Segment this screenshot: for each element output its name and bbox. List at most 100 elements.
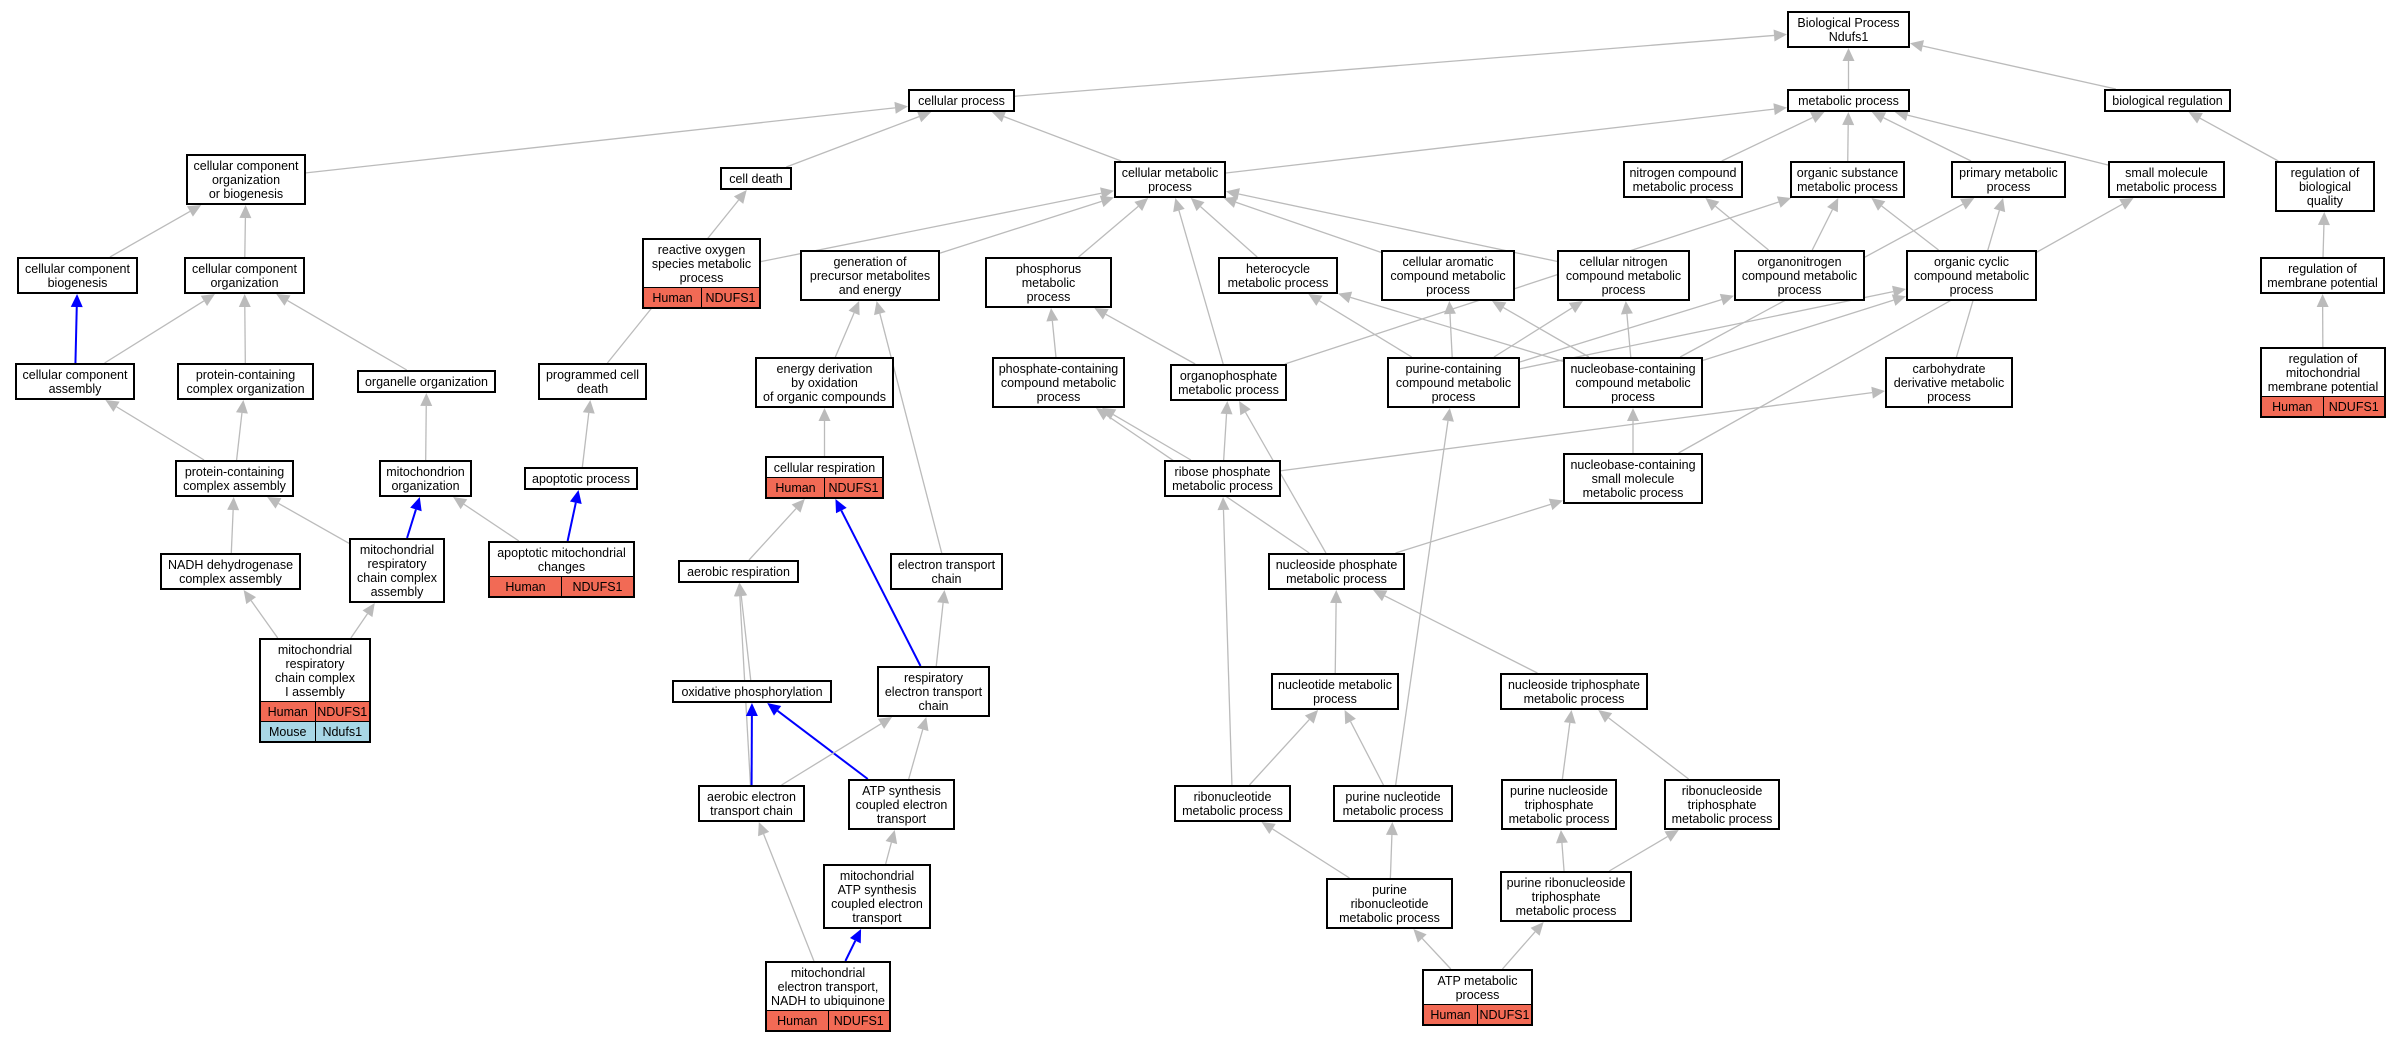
edge-arrowhead [733, 190, 747, 204]
node-label: respiratory electron transport chain [884, 671, 983, 713]
node-nucleoside-phosphate[interactable]: nucleoside phosphate metabolic process [1268, 553, 1405, 590]
node-phosphorus-metabolic[interactable]: phosphorus metabolic process [985, 257, 1112, 308]
node-nitrogen-compound[interactable]: nitrogen compound metabolic process [1623, 161, 1743, 198]
node-organelle-org[interactable]: organelle organization [357, 370, 496, 393]
node-aerobic-etc[interactable]: aerobic electron transport chain [698, 785, 805, 822]
node-carbohydrate-derivative[interactable]: carbohydrate derivative metabolic proces… [1885, 357, 2013, 408]
node-reg-bio-quality[interactable]: regulation of biological quality [2275, 161, 2375, 212]
node-cellular-aromatic[interactable]: cellular aromatic compound metabolic pro… [1381, 250, 1515, 301]
edge-line [116, 406, 205, 461]
edge-line [1272, 828, 1350, 879]
node-biological-regulation[interactable]: biological regulation [2104, 89, 2231, 112]
node-electron-transport-chain[interactable]: electron transport chain [890, 553, 1003, 590]
node-respiratory-etc[interactable]: respiratory electron transport chain [877, 666, 990, 717]
node-reg-mito-membrane[interactable]: regulation of mitochondrial membrane pot… [2260, 347, 2386, 418]
node-reg-membrane-potential[interactable]: regulation of membrane potential [2260, 257, 2385, 294]
node-mito-resp-chain-assembly[interactable]: mitochondrial respiratory chain complex … [349, 538, 445, 603]
node-organic-substance[interactable]: organic substance metabolic process [1790, 161, 1905, 198]
node-label: cellular respiration [773, 461, 876, 475]
node-label: purine ribonucleotide metabolic process [1339, 883, 1440, 925]
edge-arrowhead [849, 929, 862, 944]
node-purine-nucleoside-tp[interactable]: purine nucleoside triphosphate metabolic… [1501, 779, 1617, 830]
gene-label: NDUFS1 [561, 577, 633, 596]
node-ribose-phosphate[interactable]: ribose phosphate metabolic process [1164, 460, 1281, 497]
node-bp-root[interactable]: Biological Process Ndufs1 [1787, 11, 1910, 48]
node-organophosphate[interactable]: organophosphate metabolic process [1170, 364, 1287, 401]
node-purine-ribonucleoside-tp[interactable]: purine ribonucleoside triphosphate metab… [1500, 871, 1632, 922]
edge-arrowhead [1226, 188, 1240, 200]
edge-line [1519, 291, 1894, 370]
node-programmed-cell-death[interactable]: programmed cell death [538, 363, 647, 400]
node-label: mitochondrial respiratory chain complex … [275, 643, 355, 699]
node-nucleobase-small-mol[interactable]: nucleobase-containing small molecule met… [1563, 453, 1703, 504]
node-cc-biogenesis[interactable]: cellular component biogenesis [17, 257, 138, 294]
edge-arrowhead [1871, 198, 1886, 211]
node-cellular-process[interactable]: cellular process [908, 89, 1015, 112]
node-cc-assembly[interactable]: cellular component assembly [15, 363, 135, 400]
node-label: nucleoside phosphate metabolic process [1275, 558, 1398, 586]
node-nucleotide-metabolic[interactable]: nucleotide metabolic process [1271, 673, 1399, 710]
node-ros-metabolic[interactable]: reactive oxygen species metabolic proces… [642, 238, 761, 309]
node-nucleoside-triphosphate[interactable]: nucleoside triphosphate metabolic proces… [1500, 673, 1648, 710]
node-ribonucleotide-metabolic[interactable]: ribonucleotide metabolic process [1174, 785, 1291, 822]
edge-line [74, 306, 78, 364]
edge-arrowhead [235, 400, 248, 414]
node-organic-cyclic[interactable]: organic cyclic compound metabolic proces… [1906, 250, 2037, 301]
node-small-molecule[interactable]: small molecule metabolic process [2108, 161, 2225, 198]
edge-arrowhead [1134, 198, 1149, 211]
node-organonitrogen[interactable]: organonitrogen compound metabolic proces… [1734, 250, 1865, 301]
edge-arrowhead [1891, 294, 1906, 306]
node-metabolic-process[interactable]: metabolic process [1787, 89, 1910, 112]
edge-line [1626, 313, 1632, 358]
node-purine-containing[interactable]: purine-containing compound metabolic pro… [1387, 357, 1520, 408]
node-label: NADH dehydrogenase complex assembly [167, 558, 294, 586]
edge-arrowhead [874, 301, 886, 316]
node-mitochondrion-org[interactable]: mitochondrion organization [379, 460, 472, 497]
node-cellular-nitrogen[interactable]: cellular nitrogen compound metabolic pro… [1557, 250, 1690, 301]
node-cco-or-biogenesis[interactable]: cellular component organization or bioge… [186, 154, 306, 205]
node-primary-metabolic[interactable]: primary metabolic process [1951, 161, 2066, 198]
edge-line [1421, 938, 1452, 970]
edge-arrowhead [835, 499, 847, 514]
node-phosphate-containing[interactable]: phosphate-containing compound metabolic … [992, 357, 1125, 408]
edge-arrowhead [2188, 112, 2203, 124]
node-atp-synthesis-coupled[interactable]: ATP synthesis coupled electron transport [848, 779, 955, 830]
edge-arrowhead [453, 497, 468, 510]
node-cellular-metabolic[interactable]: cellular metabolic process [1114, 161, 1226, 198]
node-mito-atp-synthesis[interactable]: mitochondrial ATP synthesis coupled elec… [823, 864, 931, 929]
gene-label: NDUFS1 [824, 478, 882, 497]
node-purine-ribonucleotide[interactable]: purine ribonucleotide metabolic process [1326, 878, 1453, 929]
edge-line [908, 729, 924, 780]
node-oxidative-phosphorylation[interactable]: oxidative phosphorylation [672, 680, 832, 703]
node-cc-organization[interactable]: cellular component organization [184, 257, 305, 294]
node-protein-complex-assembly[interactable]: protein-containing complex assembly [175, 460, 294, 497]
edge-arrowhead [1664, 830, 1679, 842]
node-nucleobase-containing[interactable]: nucleobase-containing compound metabolic… [1563, 357, 1703, 408]
node-ribonucleoside-tp[interactable]: ribonucleoside triphosphate metabolic pr… [1664, 779, 1780, 830]
node-aerobic-respiration[interactable]: aerobic respiration [678, 560, 799, 583]
edge-line [109, 210, 191, 258]
node-protein-complex-org[interactable]: protein-containing complex organization [177, 363, 314, 400]
edge-arrowhead [916, 717, 929, 732]
node-mito-complex-i-assembly[interactable]: mitochondrial respiratory chain complex … [259, 638, 371, 743]
edge-arrowhead [1304, 710, 1319, 724]
edge-arrowhead [1094, 308, 1109, 320]
node-apoptotic-process[interactable]: apoptotic process [524, 467, 638, 490]
edge-line [1678, 203, 2123, 454]
node-cell-death[interactable]: cell death [720, 167, 792, 190]
node-energy-derivation[interactable]: energy derivation by oxidation of organi… [755, 357, 894, 408]
edge-arrowhead [1773, 103, 1787, 116]
node-label: mitochondrial ATP synthesis coupled elec… [831, 869, 923, 925]
node-heterocycle-metabolic[interactable]: heterocycle metabolic process [1218, 257, 1338, 294]
edge-arrowhead [1190, 198, 1205, 212]
node-label: oxidative phosphorylation [681, 685, 823, 699]
node-label: organonitrogen compound metabolic proces… [1741, 255, 1858, 297]
node-gen-precursor[interactable]: generation of precursor metabolites and … [800, 250, 940, 301]
node-mito-et-nadh[interactable]: mitochondrial electron transport, NADH t… [765, 961, 891, 1032]
node-nadh-dh-assembly[interactable]: NADH dehydrogenase complex assembly [160, 553, 301, 590]
node-purine-nucleotide[interactable]: purine nucleotide metabolic process [1333, 785, 1453, 822]
